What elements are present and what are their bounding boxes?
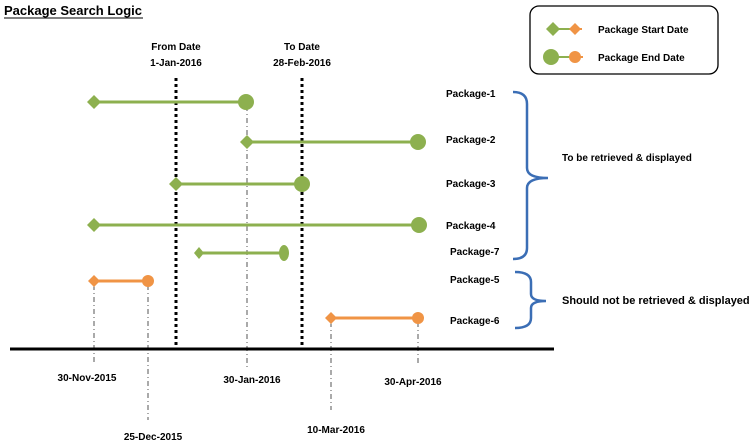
package-5-bar <box>88 275 154 287</box>
from-date-label: From Date <box>151 42 201 53</box>
from-date-value: 1-Jan-2016 <box>150 58 202 69</box>
package-2-bar <box>240 134 426 150</box>
axis-date-25-dec-2015: 25-Dec-2015 <box>124 432 183 443</box>
axis-date-30-jan-2016: 30-Jan-2016 <box>223 375 281 386</box>
axis-date-30-apr-2016: 30-Apr-2016 <box>384 377 442 388</box>
package-3-bar <box>169 176 310 192</box>
package-6-bar <box>325 312 424 324</box>
package-6-label: Package-6 <box>450 316 500 327</box>
retrieved-label: To be retrieved & displayed <box>562 153 692 164</box>
package-3-label: Package-3 <box>446 179 496 190</box>
package-5-label: Package-5 <box>450 275 500 286</box>
package-7-bar <box>194 245 289 261</box>
not-retrieved-bracket <box>514 270 547 330</box>
legend-start-marker <box>546 22 582 36</box>
package-7-label: Package-7 <box>450 247 500 258</box>
to-date-value: 28-Feb-2016 <box>273 58 331 69</box>
diagram-title: Package Search Logic <box>4 3 142 18</box>
legend-end-label: Package End Date <box>598 53 685 64</box>
legend-start-label: Package Start Date <box>598 25 689 36</box>
package-4-bar <box>87 217 427 233</box>
to-date-label: To Date <box>284 42 320 53</box>
retrieved-bracket <box>512 90 549 261</box>
legend: Package Start Date Package End Date <box>529 5 719 75</box>
date-guides <box>93 106 419 420</box>
axis-date-30-nov-2015: 30-Nov-2015 <box>58 373 117 384</box>
package-1-label: Package-1 <box>446 89 496 100</box>
axis-date-10-mar-2016: 10-Mar-2016 <box>307 425 365 436</box>
package-1-bar <box>87 94 254 110</box>
package-2-label: Package-2 <box>446 135 496 146</box>
package-4-label: Package-4 <box>446 221 496 232</box>
not-retrieved-label: Should not be retrieved & displayed <box>562 295 750 307</box>
legend-end-marker <box>543 49 583 65</box>
